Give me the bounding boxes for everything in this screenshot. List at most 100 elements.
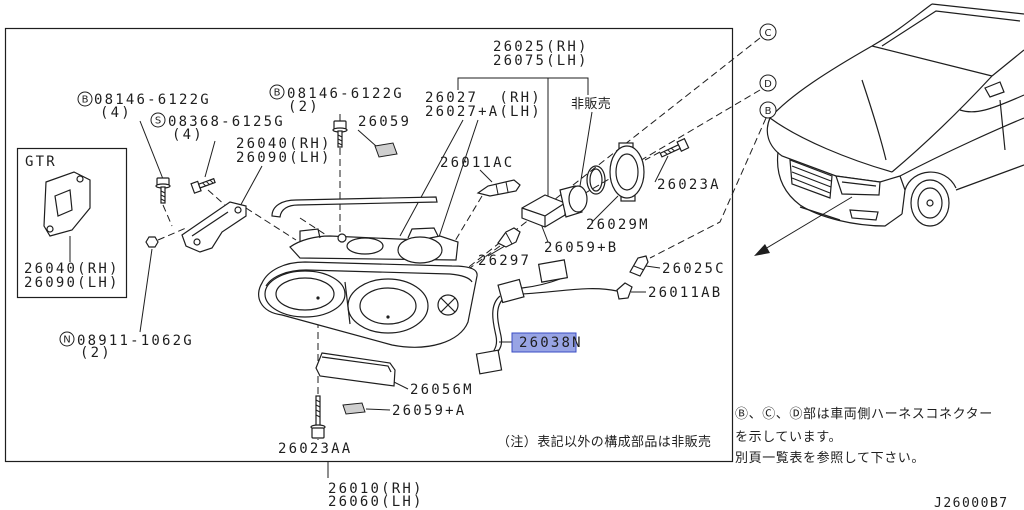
callout-26027-rh[interactable]: 26027 (RH) [425, 90, 542, 106]
assembly-top-lh-label[interactable]: 26075(LH) [493, 53, 589, 69]
bracket-leader [237, 165, 263, 211]
mark-circle [77, 91, 93, 107]
nut-mark: N [63, 335, 70, 346]
screw-26023a-dash [644, 151, 661, 161]
cover-edge [321, 356, 392, 373]
callout-26059[interactable]: 26059 [358, 114, 411, 130]
lens-dot-right [386, 315, 390, 319]
nut-callout[interactable]: N 08911-1062G (2) [59, 331, 194, 361]
bracket-hole-a [193, 238, 201, 246]
bulb-26025c [629, 255, 649, 277]
vehicle-headlamp [835, 175, 881, 196]
assembly-top-rh-label[interactable]: 26025(RH) [493, 39, 589, 55]
assembly-bottom-lh-label[interactable]: 26060(LH) [328, 494, 424, 510]
connector-edges [521, 202, 566, 227]
grille [789, 159, 833, 199]
gtr-callout-bracket-lh[interactable]: 26090(LH) [24, 275, 120, 291]
nut-hex [145, 236, 159, 248]
bolt-upper-left-mark: B [82, 95, 89, 106]
bolt-thread [315, 399, 321, 418]
windshield-inner [881, 10, 1021, 47]
main-frame [4, 27, 734, 463]
bolt-upper-left-callout[interactable]: B 08146-6122G (4) [77, 91, 211, 121]
figure-code: J26000B7 [934, 496, 1009, 510]
callout-bracket-lh[interactable]: 26090(LH) [236, 150, 332, 166]
callout-26023aa[interactable]: 26023AA [278, 441, 352, 457]
bumper-intake [799, 206, 841, 221]
gtr-bracket-hole-b [76, 175, 84, 183]
socket-26011ab [616, 282, 633, 300]
mount-tab-right [407, 227, 439, 239]
reflector-left [264, 270, 346, 318]
p26027-leader-a [399, 119, 464, 237]
callout-26025c[interactable]: 26025C [662, 261, 726, 277]
bolt-left-dash [162, 204, 173, 227]
front-corner [899, 175, 906, 215]
connector-note-line-1: Ⓑ、Ⓒ、Ⓓ部は車両側ハーネスコネクター [735, 407, 993, 422]
connector-b-line [649, 117, 767, 259]
screw-dash [207, 189, 227, 207]
cover-26056m [315, 352, 396, 387]
aiming-circle [437, 294, 459, 316]
callout-26011ab[interactable]: 26011AB [648, 285, 722, 301]
assembly-bracket-leader [457, 77, 589, 95]
screw-26023a [659, 137, 690, 158]
marker-circle [759, 74, 777, 92]
front-bumper [776, 151, 903, 227]
bolt-thread [337, 134, 343, 146]
bolt-upper-center-qty: (2) [288, 99, 320, 115]
callout-26038n[interactable]: 26038N [519, 335, 583, 351]
assembly-bottom-rh-label[interactable]: 26010(RH) [328, 481, 424, 497]
screw-code[interactable]: 08368-6125G [168, 114, 285, 130]
callout-26056m[interactable]: 26056M [410, 382, 474, 398]
bolt-left-leader [139, 120, 164, 180]
lens-dot-left [316, 296, 320, 300]
wheel-hub [926, 199, 934, 207]
callout-26011ac[interactable]: 26011AC [440, 155, 514, 171]
bolt-upper-center-code[interactable]: 08146-6122G [287, 86, 404, 102]
bulb-base-line [505, 232, 513, 245]
rear-cap [346, 237, 384, 255]
ring-outer [609, 145, 645, 199]
gtr-callout-bracket-rh[interactable]: 26040(RH) [24, 261, 120, 277]
roof-edge [931, 3, 1024, 15]
bolt-upper-center-callout[interactable]: B 08146-6122G (2) [269, 84, 404, 115]
nut-leader [139, 248, 153, 333]
arrow-head [754, 244, 770, 256]
bolt-upper-left-code[interactable]: 08146-6122G [94, 92, 211, 108]
bulb-body [476, 179, 521, 197]
bracket-to-lamp-dash [245, 207, 297, 241]
vehicle-illustration [766, 3, 1024, 227]
mount-hole [337, 233, 347, 243]
o-ring [586, 165, 606, 195]
harness-wire-b [521, 288, 618, 295]
trim-strip [271, 196, 438, 218]
bolt-upper-center [332, 120, 348, 148]
nut-code[interactable]: 08911-1062G [77, 333, 194, 349]
gtr-bracket-cutout [54, 189, 73, 217]
harness-wire-down-a [491, 295, 501, 355]
p26059a-leader [365, 408, 391, 411]
vehicle-headlamp-line [841, 181, 877, 187]
screw-thread [202, 179, 214, 187]
harness-connector-b [537, 259, 569, 283]
bulb-26011ac [476, 179, 521, 197]
callout-26059a[interactable]: 26059+A [392, 403, 466, 419]
callout-26023a[interactable]: 26023A [657, 177, 721, 193]
callout-bracket-rh[interactable]: 26040(RH) [236, 136, 332, 152]
lens-inner-edge [265, 269, 473, 287]
callout-26059b[interactable]: 26059+B [544, 240, 618, 256]
connector-d-letter: D [764, 79, 772, 90]
callout-26029m[interactable]: 26029M [586, 217, 650, 233]
screw-callout[interactable]: S 08368-6125G (4) [150, 112, 285, 143]
p26027-leader-b [437, 119, 479, 241]
mark-circle [150, 112, 166, 128]
callout-26297[interactable]: 26297 [478, 253, 531, 269]
bulb-base-line [633, 265, 645, 271]
leader-lines [69, 77, 669, 478]
connector-c-letter: C [765, 28, 772, 39]
screw-thread [663, 147, 675, 155]
callout-26027-lh[interactable]: 26027+A(LH) [425, 104, 542, 120]
hood-front-edge [769, 117, 893, 173]
footnote: （注）表記以外の構成部品は非販売 [497, 434, 711, 450]
